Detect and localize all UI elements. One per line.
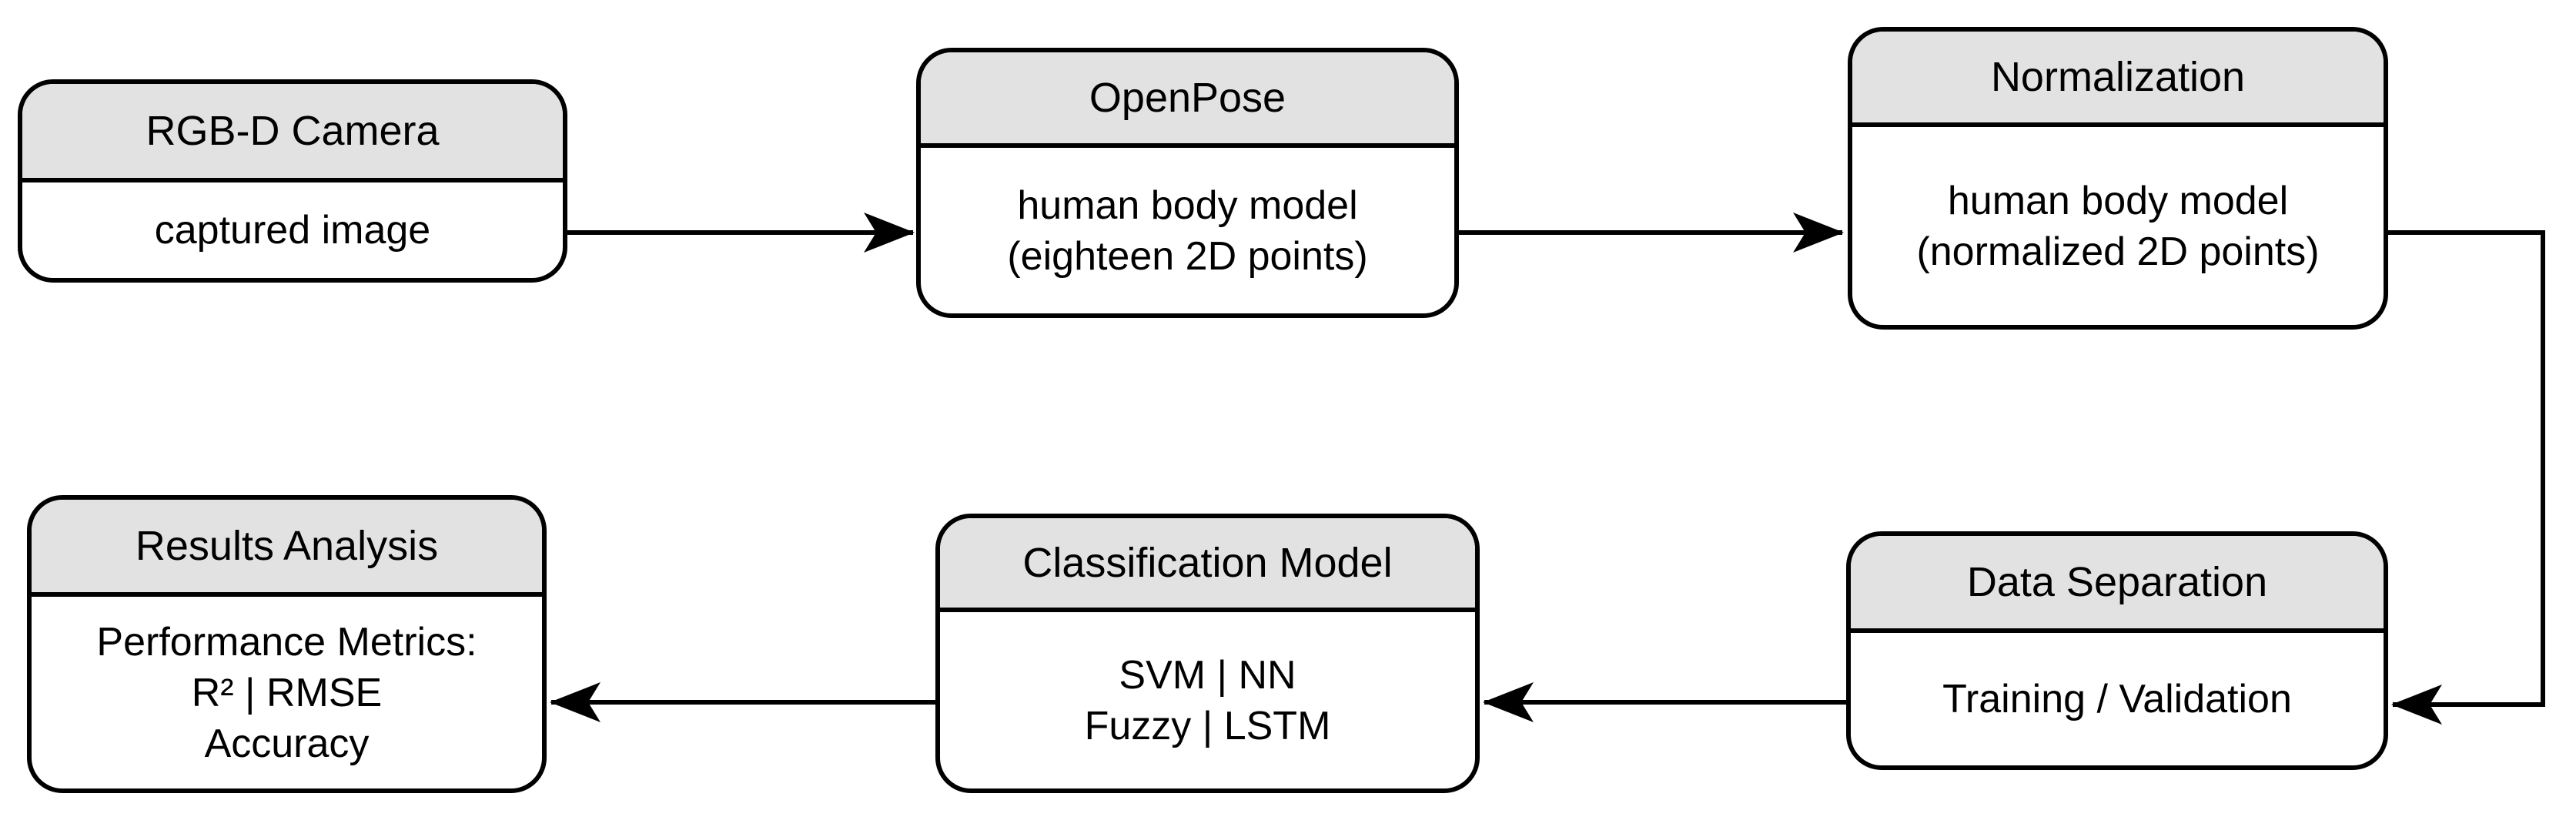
node-title: RGB-D Camera <box>22 84 563 182</box>
node-body-line: human body model <box>1947 178 2289 223</box>
node-openpose: OpenPose human body model (eighteen 2D p… <box>916 48 1459 318</box>
node-body-line: SVM | NN <box>1119 652 1296 698</box>
node-body: human body model (eighteen 2D points) <box>921 148 1454 313</box>
node-body-line: (normalized 2D points) <box>1916 229 2320 274</box>
node-data-separation: Data Separation Training / Validation <box>1846 531 2388 770</box>
node-body-line: R² | RMSE <box>191 670 383 715</box>
node-body-line: (eighteen 2D points) <box>1007 233 1368 279</box>
node-body: captured image <box>22 182 563 278</box>
arrow-normalization-to-data-separation <box>2388 230 2545 725</box>
node-title: Data Separation <box>1851 536 2384 633</box>
node-body: SVM | NN Fuzzy | LSTM <box>940 612 1475 788</box>
node-title: Normalization <box>1852 32 2384 127</box>
node-body-line: captured image <box>154 208 431 253</box>
node-body: Training / Validation <box>1851 633 2384 765</box>
node-classification-model: Classification Model SVM | NN Fuzzy | LS… <box>935 514 1480 793</box>
node-title: Results Analysis <box>32 500 542 597</box>
node-body: Performance Metrics: R² | RMSE Accuracy <box>32 597 542 788</box>
node-results-analysis: Results Analysis Performance Metrics: R²… <box>27 495 547 793</box>
node-body-line: Training / Validation <box>1942 677 2292 721</box>
node-normalization: Normalization human body model (normaliz… <box>1848 27 2388 330</box>
node-body-line: human body model <box>1017 182 1358 228</box>
node-body-line: Performance Metrics: <box>96 619 477 665</box>
node-body-line: Accuracy <box>204 721 370 766</box>
node-rgbd-camera: RGB-D Camera captured image <box>18 79 567 283</box>
node-body: human body model (normalized 2D points) <box>1852 127 2384 325</box>
node-title: OpenPose <box>921 52 1454 148</box>
node-body-line: Fuzzy | LSTM <box>1084 703 1331 748</box>
node-title: Classification Model <box>940 518 1475 612</box>
